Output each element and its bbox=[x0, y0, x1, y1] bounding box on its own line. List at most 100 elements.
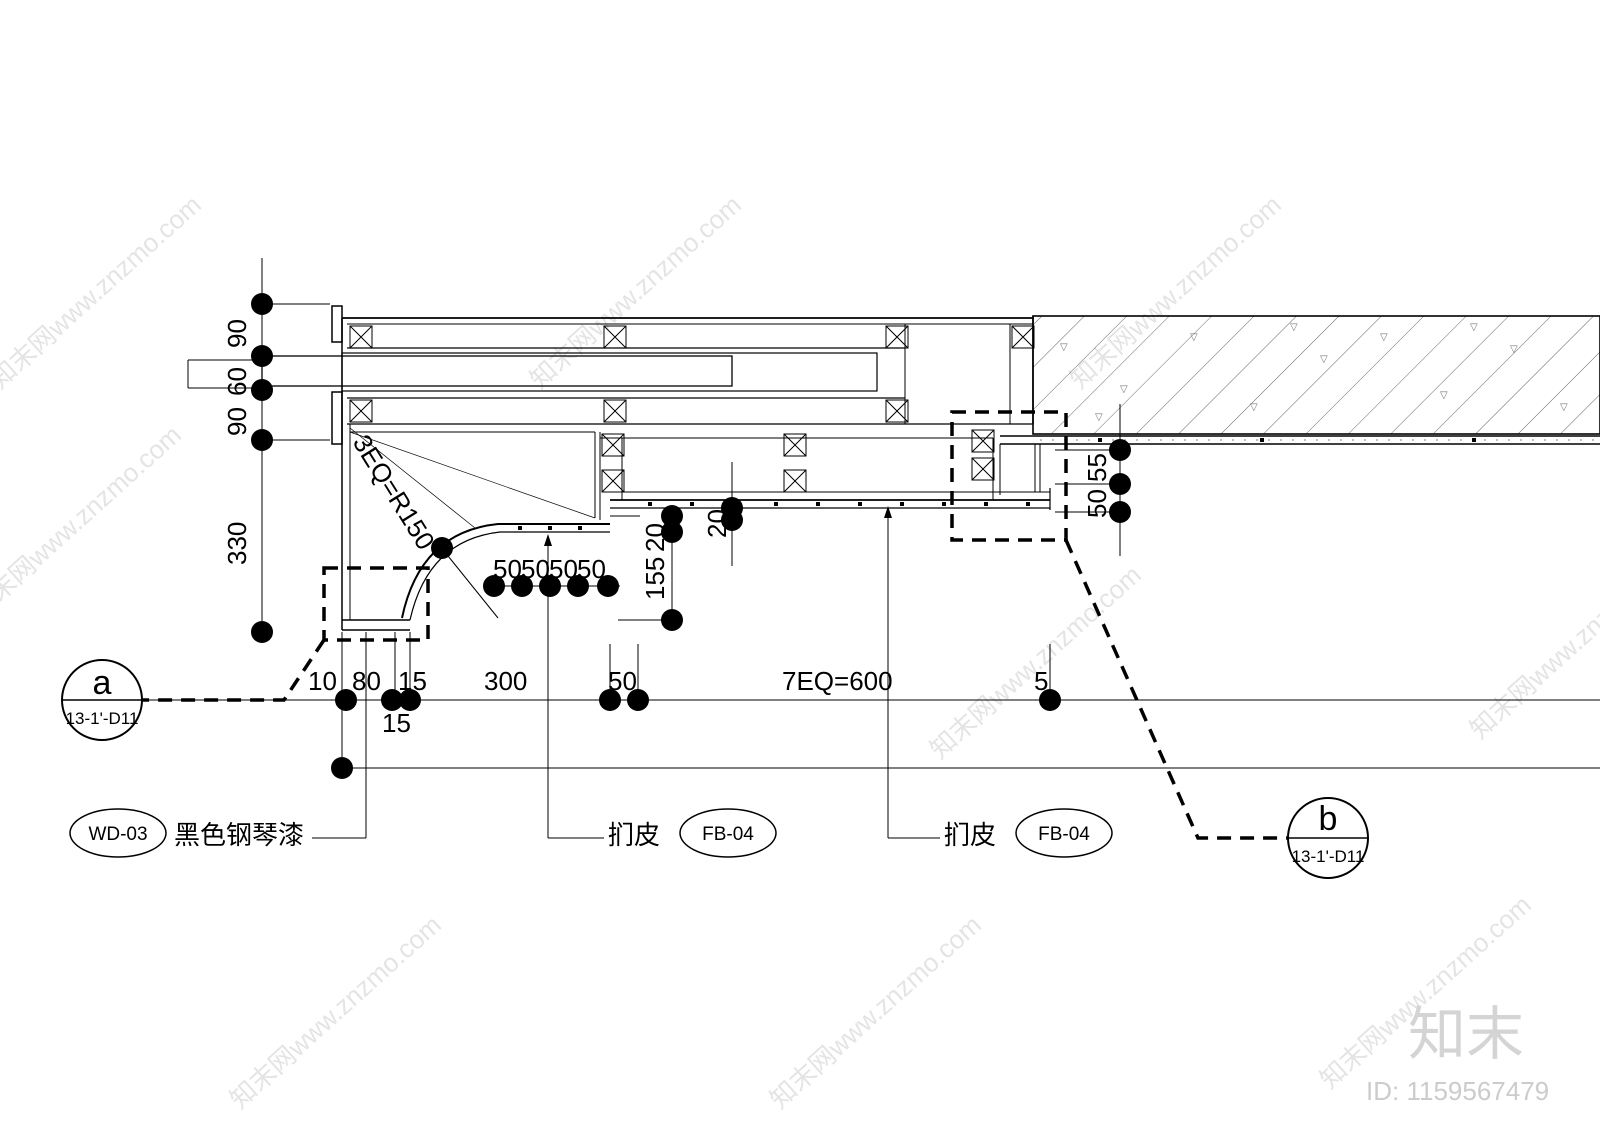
dim-90-bottom: 90 bbox=[222, 407, 252, 436]
svg-text:▽: ▽ bbox=[1290, 322, 1298, 333]
dim-60: 60 bbox=[222, 367, 252, 396]
blocking-square bbox=[783, 433, 807, 457]
dimension-tick-dot bbox=[251, 293, 273, 315]
section-a-ref: 13-1'-D11 bbox=[66, 709, 139, 728]
dim-bottom-50: 50 bbox=[608, 666, 637, 696]
dimension-tick-dot bbox=[567, 575, 589, 597]
dim-50-right: 50 bbox=[1082, 489, 1112, 518]
concrete-slab: ▽▽▽ ▽▽▽ ▽▽▽ ▽▽▽ bbox=[1032, 315, 1600, 435]
callout-wd03-text: 黑色钢琴漆 bbox=[174, 821, 304, 851]
fixing-mark bbox=[1472, 438, 1476, 442]
svg-text:▽: ▽ bbox=[1440, 390, 1448, 401]
dim-330: 330 bbox=[222, 522, 252, 565]
dimension-labels: 90 60 90 330 3EQ=R150 50 50 50 50 155 20… bbox=[222, 319, 1112, 738]
dimension-tick-dot bbox=[597, 575, 619, 597]
dimension-tick-dot bbox=[251, 429, 273, 451]
blocking-square bbox=[971, 429, 995, 453]
fixing-mark bbox=[548, 526, 552, 530]
blocking-cross bbox=[601, 433, 625, 457]
dim-bottom-7eq: 7EQ=600 bbox=[782, 666, 893, 696]
fixing-mark bbox=[518, 526, 522, 530]
blocking-cross bbox=[603, 399, 627, 423]
dimension-tick-dot bbox=[661, 505, 683, 527]
blocking-cross bbox=[783, 433, 807, 457]
callout-fb04-right-code: FB-04 bbox=[1038, 824, 1090, 845]
dim-bottom-5: 5 bbox=[1034, 666, 1048, 696]
dimension-tick-dot bbox=[381, 689, 403, 711]
blocking-square bbox=[601, 433, 625, 457]
section-marker-a: a 13-1'-D11 bbox=[61, 659, 143, 741]
blocking-cross bbox=[783, 469, 807, 493]
dimension-tick-dot bbox=[251, 345, 273, 367]
dim-55-right: 55 bbox=[1082, 453, 1112, 482]
blocking-square bbox=[603, 399, 627, 423]
fixing-mark bbox=[858, 502, 862, 506]
dim-bottom-10: 10 bbox=[308, 666, 337, 696]
fixing-mark bbox=[942, 502, 946, 506]
dim-radius: 3EQ=R150 bbox=[347, 429, 441, 555]
dimension-tick-dot bbox=[661, 609, 683, 631]
dimension-tick-dot bbox=[599, 689, 621, 711]
fixing-mark bbox=[1026, 502, 1030, 506]
section-b-letter: b bbox=[1319, 800, 1338, 838]
blocking-square bbox=[349, 325, 373, 349]
blocking-cross bbox=[601, 469, 625, 493]
blocking-cross bbox=[885, 325, 909, 349]
section-b-ref: 13-1'-D11 bbox=[1292, 847, 1365, 866]
blocking-square bbox=[601, 469, 625, 493]
wall-panel-strip bbox=[1000, 435, 1600, 445]
dim-mid-3: 50 bbox=[549, 554, 578, 584]
fixing-mark bbox=[816, 502, 820, 506]
dimension-tick-dot bbox=[251, 621, 273, 643]
dim-155: 155 bbox=[640, 557, 670, 600]
svg-text:▽: ▽ bbox=[1095, 412, 1103, 423]
fixing-mark bbox=[578, 526, 582, 530]
dim-bottom-80: 80 bbox=[352, 666, 381, 696]
dimension-tick-dot bbox=[1109, 439, 1131, 461]
blocking-square bbox=[783, 469, 807, 493]
section-marker-b: b 13-1'-D11 bbox=[1287, 797, 1369, 879]
dim-bottom-15-sub: 15 bbox=[382, 708, 411, 738]
dimension-tick-dot bbox=[1109, 473, 1131, 495]
fixing-mark bbox=[1098, 438, 1102, 442]
dimension-tick-dot bbox=[1109, 501, 1131, 523]
dim-bottom-15: 15 bbox=[398, 666, 427, 696]
svg-text:▽: ▽ bbox=[1380, 332, 1388, 343]
detail-boxes bbox=[142, 410, 1290, 840]
dim-mid-4: 50 bbox=[577, 554, 606, 584]
callout-fb04-left-code: FB-04 bbox=[702, 824, 754, 845]
fixing-mark bbox=[900, 502, 904, 506]
dimension-tick-dot bbox=[399, 689, 421, 711]
watermark-brand: 知末 bbox=[1408, 1000, 1524, 1068]
fixing-mark bbox=[648, 502, 652, 506]
fixing-mark bbox=[774, 502, 778, 506]
dimension-tick-dot bbox=[627, 689, 649, 711]
cabinet-body bbox=[261, 305, 1051, 631]
blocking-square bbox=[971, 457, 995, 481]
dimension-tick-dot bbox=[661, 521, 683, 543]
blocking-square bbox=[1011, 325, 1035, 349]
callout-fb04-right: 扪皮 FB-04 bbox=[944, 808, 1113, 858]
dimension-tick-dot bbox=[1039, 689, 1061, 711]
svg-text:▽: ▽ bbox=[1510, 344, 1518, 355]
dimension-tick-dot bbox=[331, 757, 353, 779]
dimension-tick-dot bbox=[721, 509, 743, 531]
fixing-mark bbox=[690, 502, 694, 506]
blocking-cross bbox=[349, 325, 373, 349]
svg-text:▽: ▽ bbox=[1560, 402, 1568, 413]
dimension-tick-dot bbox=[335, 689, 357, 711]
blocking-cross bbox=[971, 429, 995, 453]
dim-mid-2: 50 bbox=[521, 554, 550, 584]
blocking-square bbox=[349, 399, 373, 423]
wood-blocking bbox=[349, 325, 1035, 493]
dim-20-right: 20 bbox=[702, 509, 732, 538]
blocking-cross bbox=[349, 399, 373, 423]
dimension-tick-dot bbox=[511, 575, 533, 597]
fixing-mark bbox=[984, 502, 988, 506]
dimension-ticks bbox=[251, 293, 1131, 779]
dim-mid-1: 50 bbox=[493, 554, 522, 584]
callout-fb04-right-text: 扪皮 bbox=[944, 821, 996, 851]
fixing-mark bbox=[1260, 438, 1264, 442]
